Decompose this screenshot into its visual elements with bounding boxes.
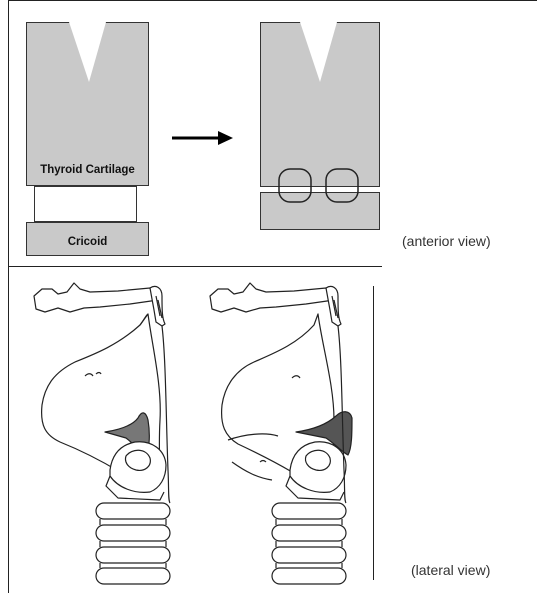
lateral-after-larynx — [210, 283, 352, 584]
arrow-icon — [172, 131, 233, 145]
suture-loops — [279, 169, 358, 202]
thyroid-notch-right — [300, 22, 337, 82]
thyroid-notch-left — [69, 22, 106, 82]
lateral-before-larynx — [34, 283, 170, 584]
